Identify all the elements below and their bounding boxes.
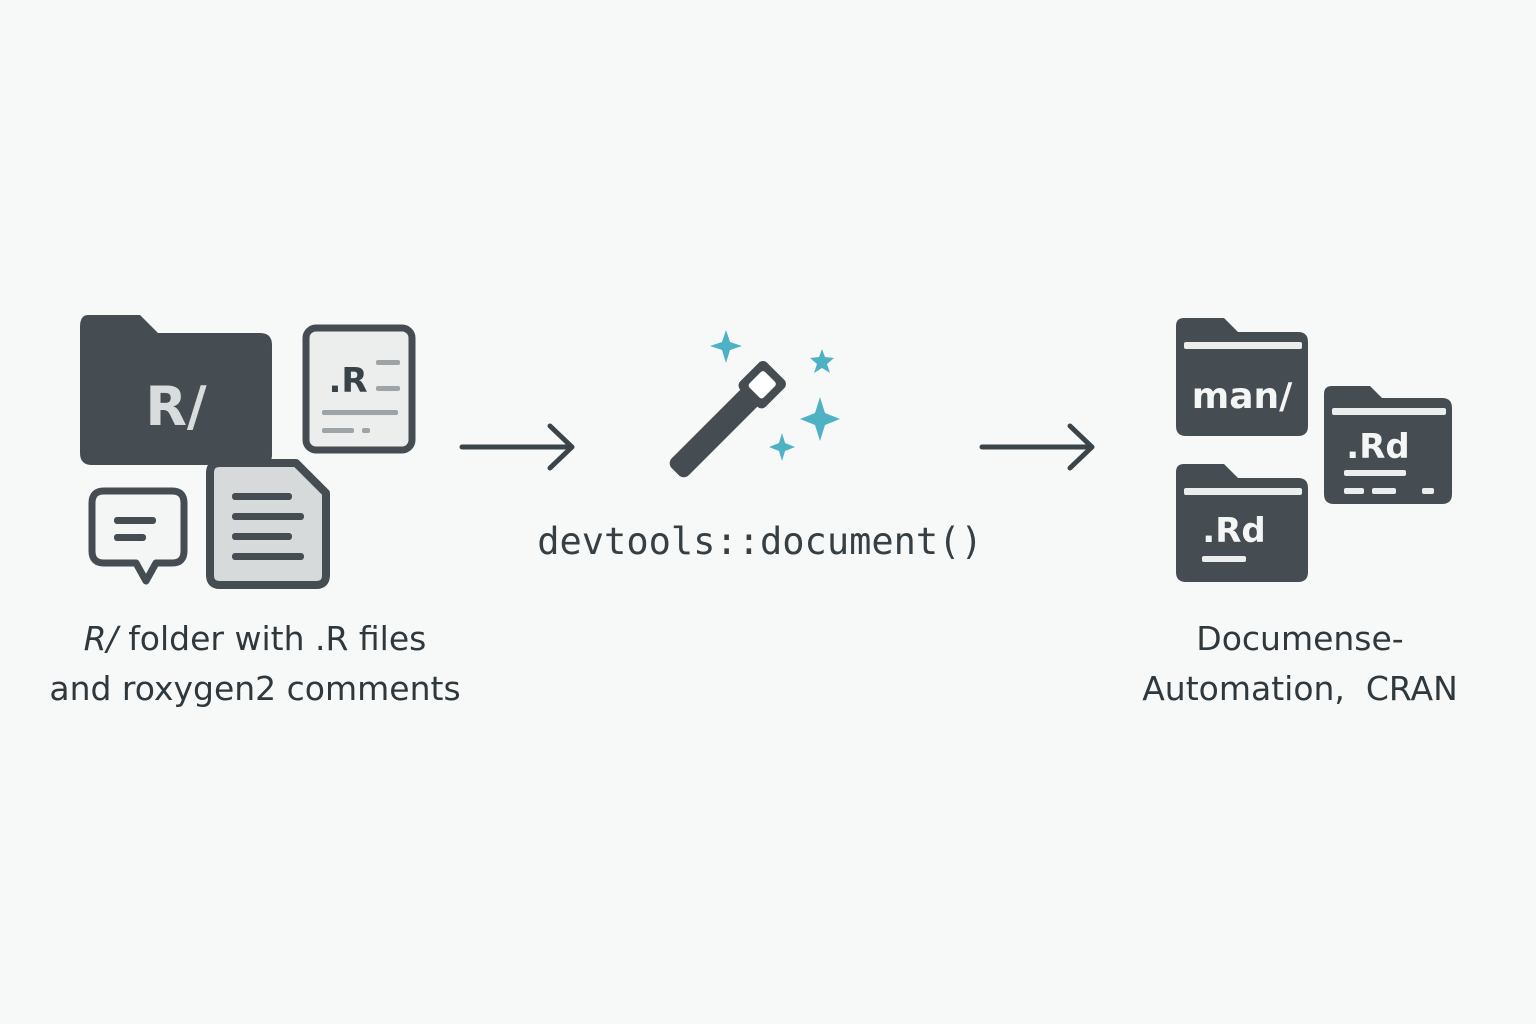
document-icon [206,459,330,589]
source-icon-cluster: R/ [80,315,330,589]
man-folder-icon: man/ [1176,318,1308,436]
source-caption-rest: folder with .R files [117,619,427,658]
output-caption-line-1: Documense- [1196,619,1404,658]
output-caption-line-2: Automation, CRAN [1142,669,1458,708]
arrow-right-icon [459,423,575,471]
source-caption-line-1: R/ folder with .R files [30,614,480,664]
r-file-label: .R [328,361,367,401]
r-folder-icon: R/ [80,315,272,465]
source-caption: R/ folder with .R files and roxygen2 com… [30,614,480,714]
output-caption: Documense- Automation, CRAN [1100,614,1500,714]
rd-file-label-1: .Rd [1346,427,1409,467]
source-caption-folder: R/ [83,619,118,658]
rd-file-icon-1: .Rd [1324,386,1452,504]
rd-file-label-2: .Rd [1202,511,1265,551]
source-caption-line-2: and roxygen2 comments [49,669,461,708]
r-file-icon: .R [302,324,416,454]
man-folder-label: man/ [1192,376,1293,417]
speech-bubble-icon [88,487,188,585]
sparkle-icon [710,330,840,461]
command-label: devtools::document() [537,520,983,563]
magic-wand-icon [669,330,840,478]
rd-file-icon-2: .Rd [1176,464,1308,582]
arrow-right-icon [979,423,1095,471]
r-folder-label: R/ [145,375,207,438]
